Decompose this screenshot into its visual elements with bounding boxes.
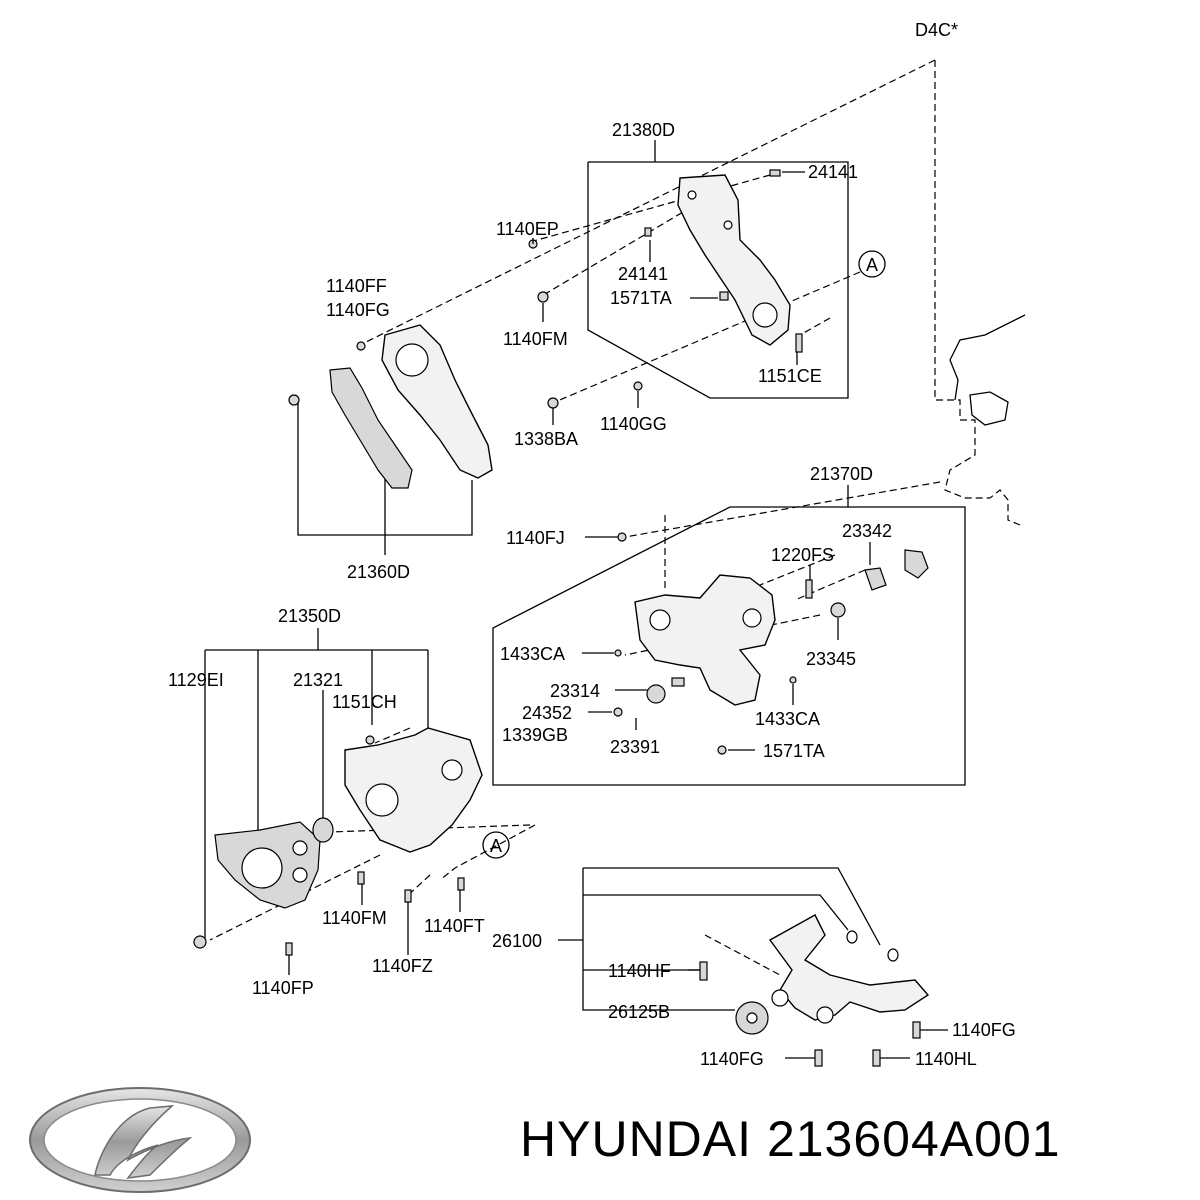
bracket-21380D bbox=[587, 140, 849, 399]
label-21370D: 21370D bbox=[810, 464, 873, 484]
label-1140FT: 1140FT bbox=[424, 916, 485, 936]
label-1571TA-upper: 1571TA bbox=[610, 288, 672, 308]
label-21380D: 21380D bbox=[612, 120, 675, 140]
label-1140FJ: 1140FJ bbox=[506, 528, 565, 548]
label-1140HF: 1140HF bbox=[608, 961, 671, 981]
hyundai-logo bbox=[29, 1087, 251, 1193]
label-1140FP: 1140FP bbox=[252, 978, 314, 998]
label-1140FZ: 1140FZ bbox=[372, 956, 433, 976]
label-26125B: 26125B bbox=[608, 1002, 670, 1022]
label-26100: 26100 bbox=[492, 931, 542, 951]
label-21321: 21321 bbox=[293, 670, 343, 690]
callout-a-lower-text: A bbox=[490, 836, 502, 856]
label-1220FS: 1220FS bbox=[771, 545, 834, 565]
label-1140FG-right: 1140FG bbox=[952, 1020, 1016, 1040]
label-1151CH: 1151CH bbox=[332, 692, 397, 712]
part-labels: D4C* 21380D 24141 1140EP 24141 1571TA 11… bbox=[168, 20, 1016, 1069]
bracket-21370D bbox=[492, 485, 966, 786]
part-21380D-cover bbox=[677, 174, 791, 346]
label-1129EI: 1129EI bbox=[168, 670, 224, 690]
part-21350D-case bbox=[214, 727, 483, 909]
label-1140FG-upper: 1140FG bbox=[326, 300, 390, 320]
label-1140FM-lower: 1140FM bbox=[322, 908, 387, 928]
label-1140FM-upper: 1140FM bbox=[503, 329, 568, 349]
label-1140EP: 1140EP bbox=[496, 219, 559, 239]
engine-code: D4C* bbox=[915, 20, 958, 40]
part-21370D-case bbox=[634, 549, 929, 706]
callout-a-upper-text: A bbox=[866, 255, 878, 275]
label-1433CA-left: 1433CA bbox=[500, 644, 565, 664]
label-1151CE: 1151CE bbox=[758, 366, 822, 386]
part-21360D-cover bbox=[329, 324, 493, 489]
label-23314: 23314 bbox=[550, 681, 600, 701]
label-21350D: 21350D bbox=[278, 606, 341, 626]
label-1339GB: 1339GB bbox=[502, 725, 568, 745]
bracket-21360D bbox=[297, 397, 473, 555]
bracket-21350D bbox=[204, 628, 429, 940]
label-23342: 23342 bbox=[842, 521, 892, 541]
callout-a-lower: A bbox=[482, 831, 510, 859]
label-24352: 24352 bbox=[522, 703, 572, 723]
part-number: 213604A001 bbox=[766, 1111, 1061, 1167]
bracket-26100 bbox=[558, 867, 881, 1011]
label-leaders bbox=[288, 171, 948, 1059]
brand-name: HYUNDAI bbox=[520, 1111, 753, 1167]
label-1571TA-lower: 1571TA bbox=[763, 741, 825, 761]
part-26100-oil-pump bbox=[735, 914, 930, 1035]
brand-part-number: HYUNDAI 213604A001 bbox=[520, 1110, 1061, 1168]
label-1140FF: 1140FF bbox=[326, 276, 387, 296]
label-24141-top: 24141 bbox=[808, 162, 858, 182]
callout-a-upper: A bbox=[858, 250, 886, 278]
label-21360D: 21360D bbox=[347, 562, 410, 582]
label-1140FG-bottom: 1140FG bbox=[700, 1049, 764, 1069]
label-1338BA: 1338BA bbox=[514, 429, 578, 449]
label-24141-mid: 24141 bbox=[618, 264, 668, 284]
label-23345: 23345 bbox=[806, 649, 856, 669]
leader-dashes bbox=[209, 59, 941, 976]
label-1433CA-right: 1433CA bbox=[755, 709, 820, 729]
engine-block-outline bbox=[934, 60, 1026, 526]
label-23391: 23391 bbox=[610, 737, 660, 757]
label-1140GG: 1140GG bbox=[600, 414, 667, 434]
label-1140HL: 1140HL bbox=[915, 1049, 977, 1069]
